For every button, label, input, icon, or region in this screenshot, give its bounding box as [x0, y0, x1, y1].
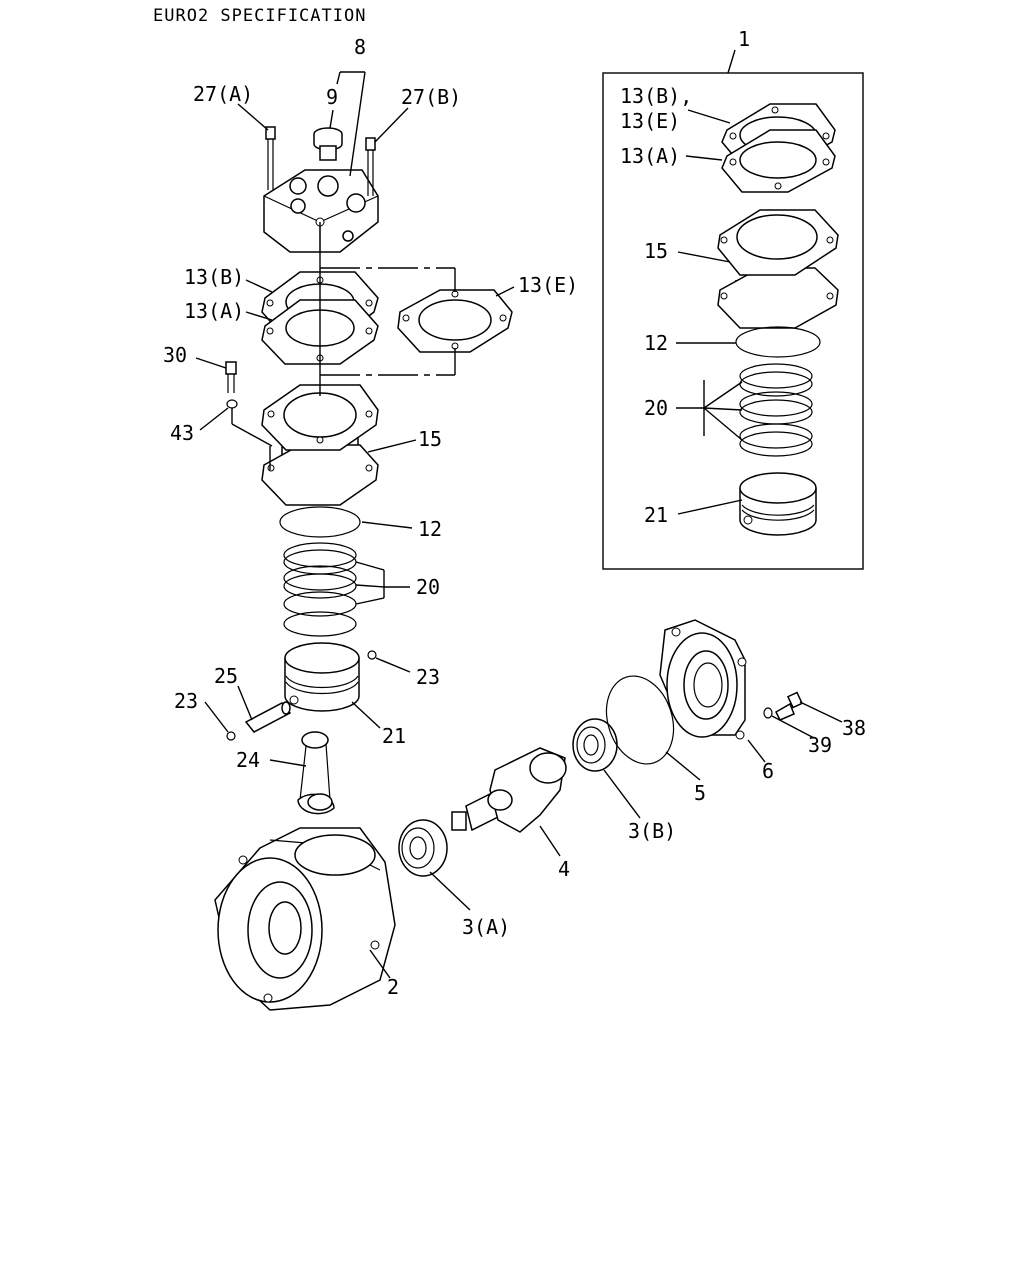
piston-21 — [284, 642, 360, 712]
label-5: 5 — [694, 781, 706, 805]
label-12: 12 — [418, 517, 442, 541]
label-3b: 3(B) — [628, 819, 676, 843]
label-6: 6 — [762, 759, 774, 783]
label-9: 9 — [326, 85, 338, 109]
connecting-rod-24 — [297, 731, 335, 815]
label-13e: 13(E) — [518, 273, 578, 297]
cylinder-15 — [261, 384, 379, 506]
label-kit-13be-line1: 13(B), — [620, 84, 692, 108]
bearing-cover-6 — [659, 619, 747, 740]
kit-ring-12 — [735, 326, 821, 358]
label-15: 15 — [418, 427, 442, 451]
kit-box — [602, 49, 864, 570]
label-kit-13a: 13(A) — [620, 144, 680, 168]
label-25: 25 — [214, 664, 238, 688]
label-kit-12: 12 — [644, 331, 668, 355]
bearing-3b — [572, 718, 618, 772]
label-39: 39 — [808, 733, 832, 757]
label-24: 24 — [236, 748, 260, 772]
circlip-23-left — [226, 731, 236, 741]
label-2: 2 — [387, 975, 399, 999]
circlip-23-right — [367, 650, 377, 660]
label-21: 21 — [382, 724, 406, 748]
kit-piston-rings-20 — [739, 363, 813, 457]
cylinder-head — [263, 169, 379, 253]
crankshaft-4 — [451, 747, 567, 833]
label-43: 43 — [170, 421, 194, 445]
label-kit-20: 20 — [644, 396, 668, 420]
label-20: 20 — [416, 575, 440, 599]
piston-pin-25 — [244, 701, 292, 733]
bolt-38 — [775, 691, 804, 721]
label-kit-15: 15 — [644, 239, 668, 263]
bolt-27a — [265, 126, 276, 190]
label-1: 1 — [738, 27, 750, 51]
label-4: 4 — [558, 857, 570, 881]
washer-39 — [763, 707, 773, 719]
kit-leaders — [676, 109, 743, 515]
label-13b: 13(B) — [184, 265, 244, 289]
bolt-27b — [365, 137, 376, 196]
label-23-right: 23 — [416, 665, 440, 689]
label-kit-13be-line2: 13(E) — [620, 109, 680, 133]
plug-9 — [313, 127, 343, 161]
bolt-30 — [225, 361, 237, 393]
kit-cylinder-15 — [717, 209, 839, 329]
ring-12 — [279, 506, 361, 538]
gasket-13e — [397, 289, 513, 353]
label-27a: 27(A) — [193, 82, 253, 106]
kit-gasket-13a — [721, 129, 836, 193]
label-13a: 13(A) — [184, 299, 244, 323]
label-30: 30 — [163, 343, 187, 367]
label-27b: 27(B) — [401, 85, 461, 109]
leader-lines — [195, 71, 843, 979]
label-38: 38 — [842, 716, 866, 740]
kit-piston-21 — [739, 472, 817, 536]
label-8: 8 — [354, 35, 366, 59]
washer-43 — [226, 399, 238, 409]
label-23-left: 23 — [174, 689, 198, 713]
page-title: EURO2 SPECIFICATION — [153, 6, 366, 26]
label-3a: 3(A) — [462, 915, 510, 939]
piston-rings-20 — [283, 542, 357, 637]
bearing-3a — [398, 819, 448, 877]
label-kit-21: 21 — [644, 503, 668, 527]
crankcase-2 — [214, 827, 396, 1011]
o-ring-5 — [605, 675, 675, 765]
